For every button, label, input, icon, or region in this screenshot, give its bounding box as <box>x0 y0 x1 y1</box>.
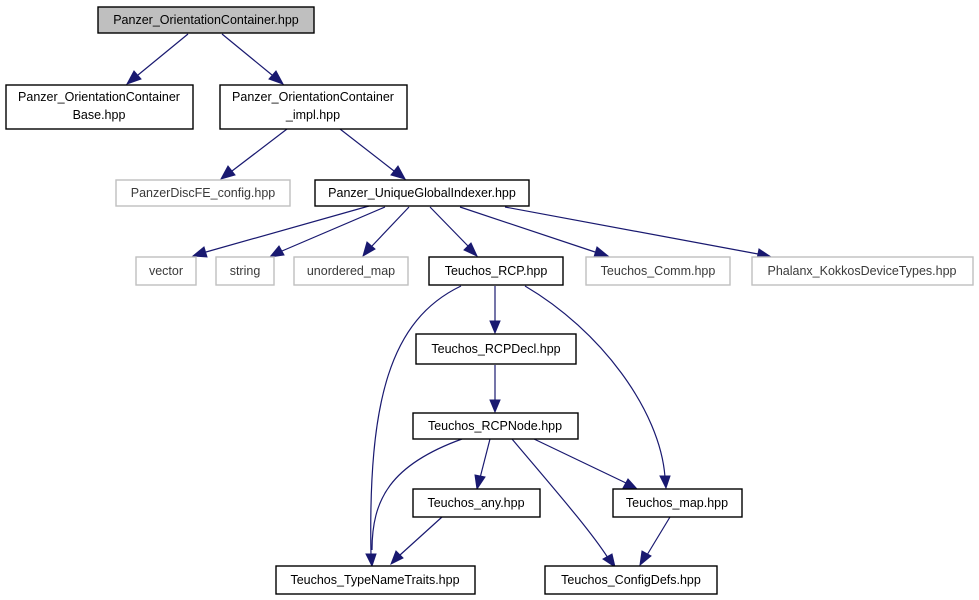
edge-impl-to-indexer <box>339 128 395 172</box>
node-label: Teuchos_map.hpp <box>626 496 728 510</box>
node-root[interactable]: Panzer_OrientationContainer.hpp <box>97 6 315 34</box>
edge-rcpnode-to-any <box>479 438 491 479</box>
edge-rcp-to-map <box>524 285 666 478</box>
arrowhead <box>365 553 377 568</box>
node-label: Panzer_UniqueGlobalIndexer.hpp <box>328 186 516 200</box>
arrowhead <box>390 165 407 180</box>
node-label: PanzerDiscFE_config.hpp <box>131 186 276 200</box>
node-label: unordered_map <box>307 264 395 278</box>
arrowhead <box>489 399 501 414</box>
edge-rcpnode-to-map <box>533 438 627 484</box>
node-comm[interactable]: Teuchos_Comm.hpp <box>585 256 731 286</box>
arrowhead <box>362 241 376 258</box>
node-base[interactable]: Panzer_OrientationContainer Base.hpp <box>5 84 194 130</box>
node-map[interactable]: Teuchos_map.hpp <box>612 488 743 518</box>
edge-map-to-configdefs <box>646 516 671 556</box>
node-rcpnode[interactable]: Teuchos_RCPNode.hpp <box>412 412 579 440</box>
arrowhead <box>390 550 404 566</box>
node-indexer[interactable]: Panzer_UniqueGlobalIndexer.hpp <box>314 179 530 207</box>
node-label: vector <box>149 264 183 278</box>
arrowhead <box>463 242 479 258</box>
arrowhead <box>602 553 616 569</box>
node-label: Teuchos_RCP.hpp <box>445 264 548 278</box>
arrowhead <box>474 474 486 491</box>
node-unordered-map[interactable]: unordered_map <box>293 256 409 286</box>
node-config[interactable]: PanzerDiscFE_config.hpp <box>115 179 291 207</box>
node-string[interactable]: string <box>215 256 275 286</box>
node-any[interactable]: Teuchos_any.hpp <box>412 488 541 518</box>
arrowhead <box>639 550 652 567</box>
node-label: string <box>230 264 261 278</box>
arrowhead <box>219 165 236 180</box>
node-label: Base.hpp <box>73 108 126 122</box>
edge-indexer-to-comm <box>459 206 596 253</box>
node-label: Teuchos_TypeNameTraits.hpp <box>290 573 459 587</box>
arrowhead <box>489 320 501 335</box>
arrowhead <box>191 246 208 258</box>
edges <box>125 33 773 569</box>
node-label: Panzer_OrientationContainer <box>232 90 394 104</box>
edge-indexer-to-kokkos <box>504 206 759 255</box>
node-label: Teuchos_RCPDecl.hpp <box>431 342 560 356</box>
node-label: Panzer_OrientationContainer <box>18 90 180 104</box>
arrowhead <box>593 246 610 258</box>
node-typename[interactable]: Teuchos_TypeNameTraits.hpp <box>275 565 476 595</box>
edge-rcpnode-to-typename <box>371 438 463 551</box>
node-label: Teuchos_RCPNode.hpp <box>428 419 562 433</box>
edge-impl-to-config <box>231 128 288 172</box>
node-configdefs[interactable]: Teuchos_ConfigDefs.hpp <box>544 565 718 595</box>
edge-indexer-to-string <box>281 206 386 252</box>
edge-root-to-base <box>137 33 189 76</box>
node-rcp[interactable]: Teuchos_RCP.hpp <box>428 256 564 286</box>
arrowhead <box>268 245 285 258</box>
nodes: Panzer_OrientationContainer.hpp Panzer_O… <box>5 6 974 595</box>
node-kokkos[interactable]: Phalanx_KokkosDeviceTypes.hpp <box>751 256 974 286</box>
node-label: Teuchos_ConfigDefs.hpp <box>561 573 701 587</box>
node-impl[interactable]: Panzer_OrientationContainer _impl.hpp <box>219 84 408 130</box>
arrowhead <box>268 70 285 85</box>
edge-indexer-to-rcp <box>429 206 469 247</box>
node-label: Phalanx_KokkosDeviceTypes.hpp <box>767 264 956 278</box>
edge-any-to-typename <box>399 516 443 556</box>
edge-indexer-to-vector <box>205 205 370 253</box>
node-label: _impl.hpp <box>285 108 340 122</box>
edge-rcp-to-typename <box>370 285 462 557</box>
arrowhead <box>622 478 639 490</box>
node-label: Panzer_OrientationContainer.hpp <box>113 13 299 27</box>
node-rcpdecl[interactable]: Teuchos_RCPDecl.hpp <box>415 333 577 365</box>
edge-indexer-to-umap <box>371 206 410 247</box>
arrowhead <box>125 70 142 85</box>
node-label: Teuchos_any.hpp <box>427 496 524 510</box>
edge-root-to-impl <box>221 33 273 76</box>
edge-rcpnode-to-configdefs <box>511 438 609 559</box>
node-label: Teuchos_Comm.hpp <box>601 264 716 278</box>
arrowhead <box>659 475 671 490</box>
node-vector[interactable]: vector <box>135 256 197 286</box>
